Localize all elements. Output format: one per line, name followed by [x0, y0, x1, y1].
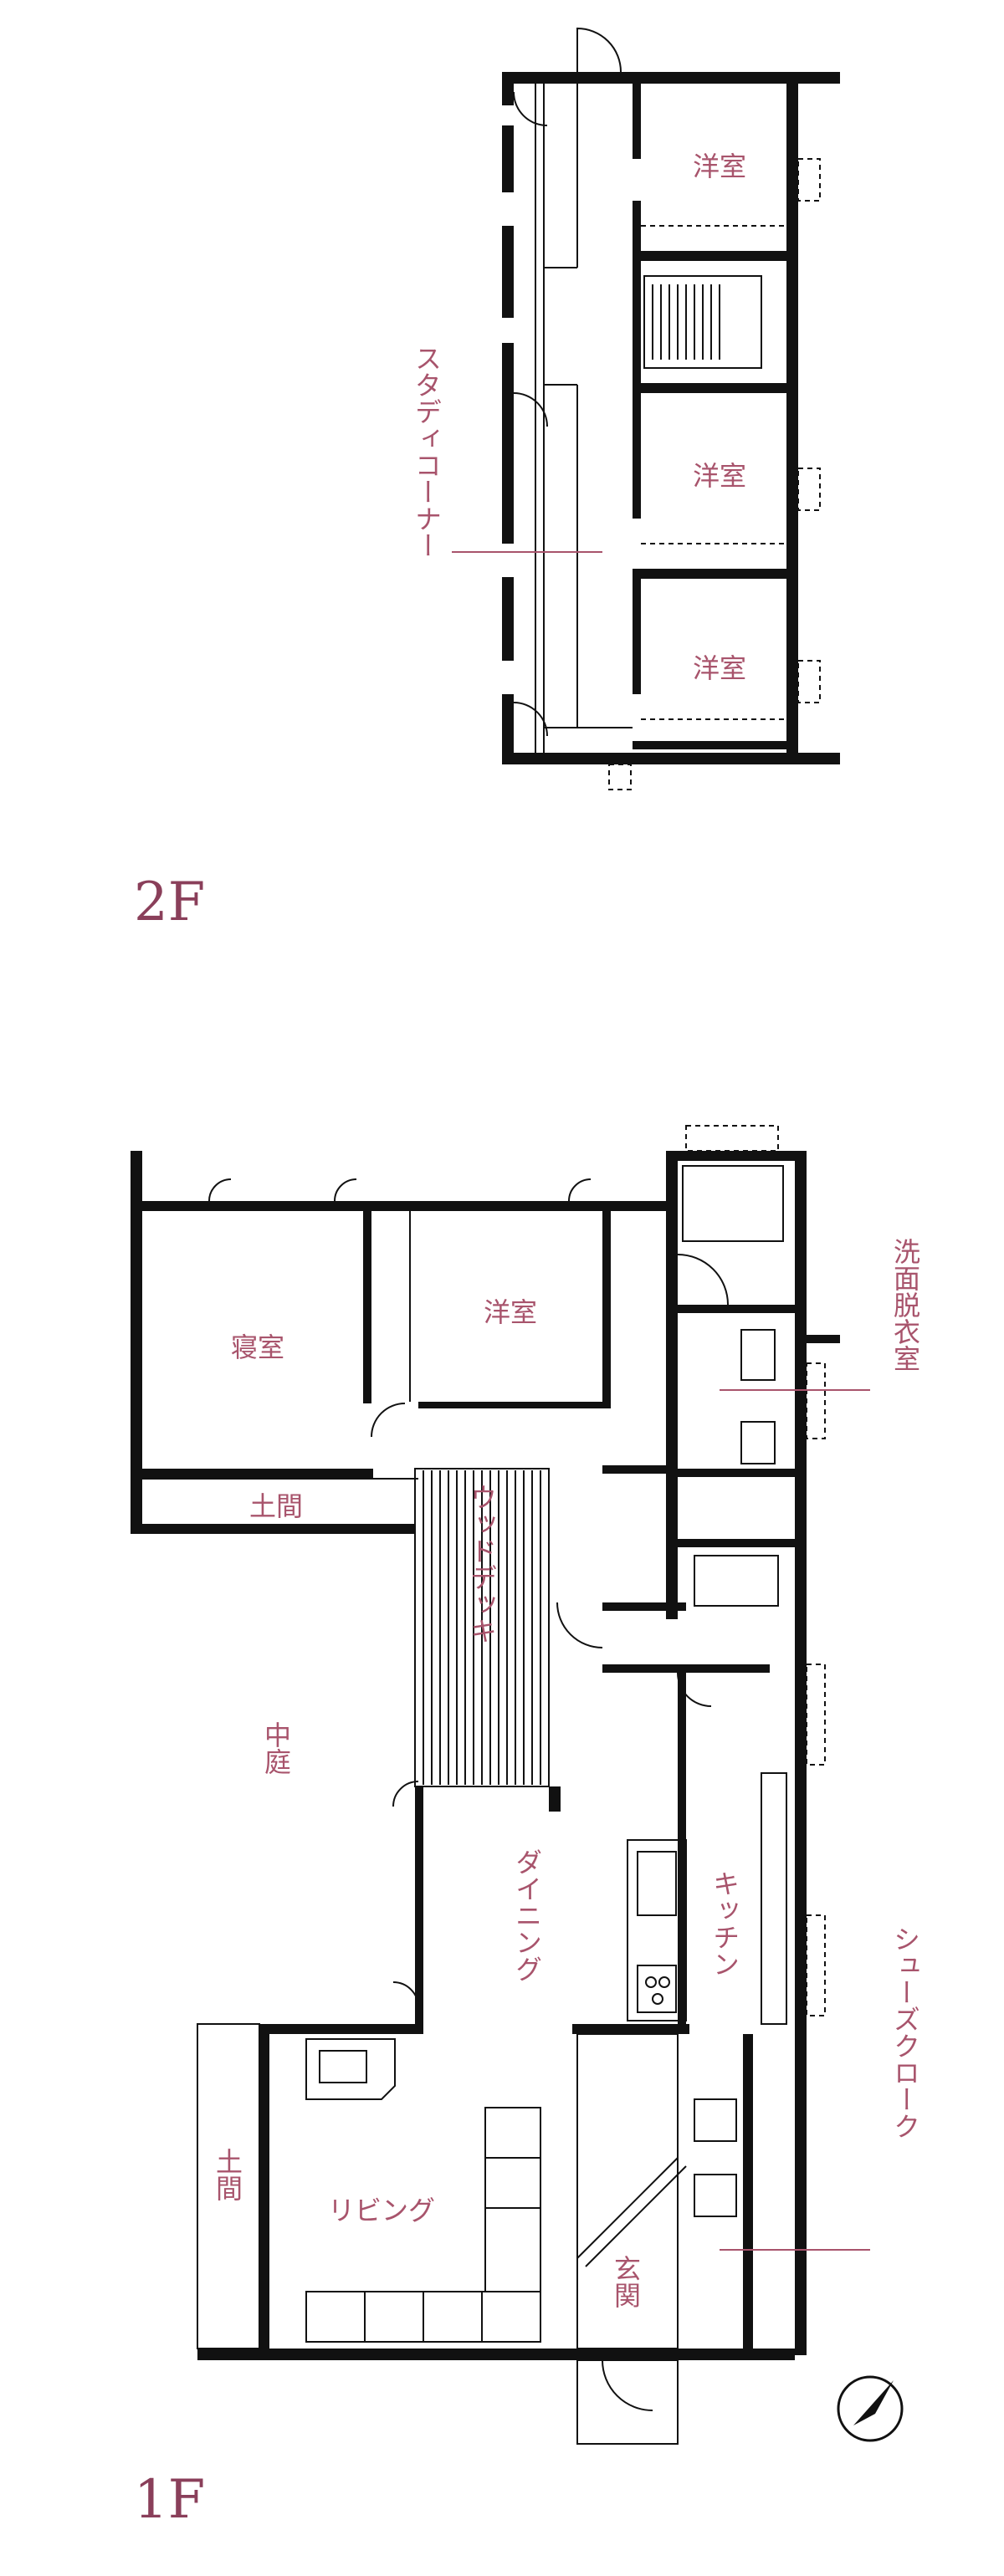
room-label-western-3: 洋室: [693, 652, 746, 684]
room-label-bedroom: 寝室: [231, 1331, 284, 1363]
room-label-doma-top: 土間: [249, 1490, 303, 1522]
room-label-western-2: 洋室: [693, 460, 746, 492]
room-label-western: 洋室: [484, 1296, 537, 1328]
wood-deck-boards: [423, 1470, 541, 1785]
room-label-courtyard: 中庭: [260, 1721, 292, 1775]
north-arrow-icon: [837, 2375, 904, 2442]
room-label-wood-deck: ウッドデッキ: [466, 1484, 498, 1644]
floor-plan-2f: 洋室 洋室 洋室 スタディコーナー 2F: [134, 27, 840, 933]
room-label-washroom: 洗面脱衣室: [889, 1238, 921, 1372]
floor-label-1f: 1F: [134, 2469, 205, 2531]
room-label-doma-left: 土間: [212, 2148, 243, 2201]
floor-label-2f: 2F: [134, 871, 205, 933]
room-label-living: リビング: [328, 2195, 435, 2226]
room-label-entrance: 玄関: [610, 2255, 642, 2308]
room-label-dining: ダイニング: [511, 1848, 543, 1982]
room-label-study-corner: スタディコーナー: [411, 345, 443, 559]
floor-plan-1f: 寝室 洋室 土間 ウッドデッキ 中庭 ダイニング キッチン リビング 土間 玄関…: [131, 1125, 921, 2531]
room-label-kitchen: キッチン: [709, 1870, 740, 1977]
room-label-shoe-cloak: シューズクローク: [889, 1925, 921, 2139]
room-label-western-1: 洋室: [693, 151, 746, 182]
